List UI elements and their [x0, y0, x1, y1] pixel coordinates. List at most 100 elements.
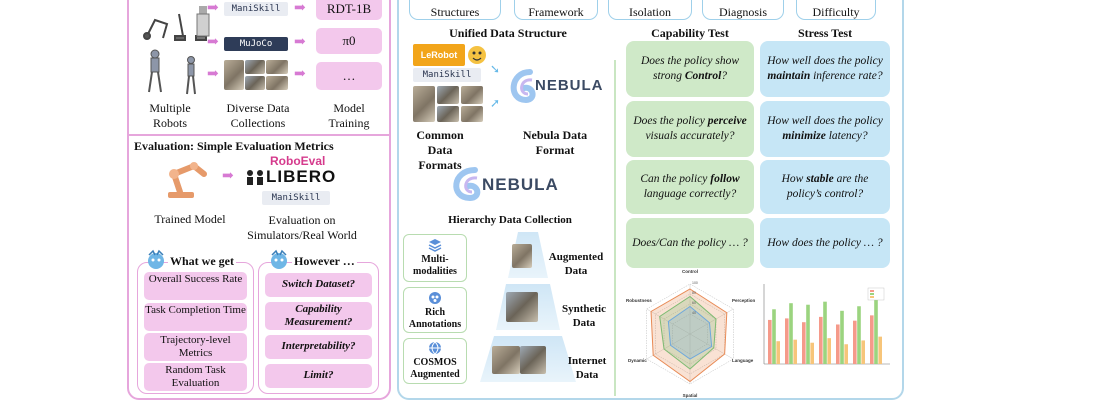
bar	[840, 310, 844, 364]
radar-series	[650, 288, 728, 383]
training-evaluation-panel	[127, 0, 391, 400]
bar-legend	[867, 287, 885, 301]
arrow-icon: ➘	[490, 62, 501, 76]
mascot-icon	[145, 249, 167, 271]
roboeval-logo: RoboEval	[270, 154, 326, 168]
bar	[776, 341, 780, 364]
bar	[806, 304, 810, 364]
radar-axis-label: Spatial	[683, 393, 698, 398]
multiple-robots-label: Multiple Robots	[149, 101, 191, 130]
synthetic-photo	[506, 292, 538, 322]
arrow-icon: ➡	[207, 35, 219, 50]
capability-card: Does/Can the policy … ?	[626, 218, 754, 268]
question-text: Does the policy show strong	[640, 55, 740, 82]
arrow-icon: ➡	[207, 67, 219, 82]
nebula-swirl-icon	[510, 69, 536, 104]
stress-card: How stable are the policy’s control?	[760, 160, 890, 214]
maniskill-logo: ManiSkill	[413, 68, 481, 82]
radar-axis-label: Perception	[732, 298, 756, 303]
arrow-icon: ➡	[207, 1, 219, 16]
agents-icon	[245, 168, 265, 186]
radar-ring-label: 60	[692, 301, 696, 305]
bar	[836, 324, 840, 364]
bar	[844, 344, 848, 364]
augmented-photo	[512, 244, 532, 268]
capability-title: Capability Test	[651, 26, 729, 40]
radar-ring-label: 100	[692, 281, 698, 285]
tab-structures: Structures	[409, 0, 501, 20]
radar-axis-label: Dynamic	[628, 358, 647, 363]
bar	[785, 318, 789, 364]
bar	[793, 339, 797, 364]
what-item: Task Completion Time	[144, 303, 247, 331]
question-keyword: minimize	[782, 130, 826, 142]
stress-title: Stress Test	[797, 26, 853, 40]
divider	[614, 60, 616, 396]
question-text: language correctly?	[643, 188, 737, 200]
robot-arm-icon	[168, 162, 207, 198]
data-photo	[413, 86, 435, 122]
nebula-swirl-icon	[453, 167, 481, 202]
bar	[827, 338, 831, 364]
internet-photo	[492, 346, 520, 374]
bar-series	[768, 298, 882, 364]
stress-card: How well does the policy maintain infere…	[760, 41, 890, 97]
lerobot-logo: LeRobot	[413, 44, 465, 66]
bar	[861, 340, 865, 364]
radar-axis-label: Control	[682, 269, 698, 274]
layers-icon	[428, 238, 442, 252]
internet-photo	[520, 346, 546, 374]
however-item: Interpretability?	[265, 335, 372, 359]
bar	[819, 316, 823, 364]
radar-axis-label: Robustness	[626, 298, 652, 303]
model-training-label: Model Training	[328, 101, 370, 130]
mobile-robot-icon	[196, 6, 210, 37]
question-text: How well does the policy	[767, 55, 883, 67]
arrow-icon: ➡	[294, 35, 306, 50]
model-box-more: …	[316, 62, 382, 90]
stress-card: How well does the policy minimize latenc…	[760, 101, 890, 157]
question-text: How well does the policy	[767, 115, 883, 127]
radar-spoke	[689, 308, 734, 335]
mascot-icon	[268, 249, 290, 271]
bar	[874, 298, 878, 364]
arrow-icon: ➡	[294, 1, 306, 16]
question-keyword: maintain	[767, 70, 811, 82]
question-text: latency?	[825, 130, 868, 142]
question-text: visuals accurately?	[645, 130, 735, 142]
libero-logo: LIBERO	[266, 167, 337, 186]
radar-axis-label: Language	[732, 358, 754, 363]
tab-isolation: Isolation	[608, 0, 692, 20]
tab-difficulty: Difficulty	[796, 0, 876, 20]
maniskill-logo: ManiSkill	[224, 2, 288, 16]
maniskill-logo: ManiSkill	[262, 191, 330, 205]
mujoco-logo-text: MuJoCo	[239, 39, 273, 49]
data-photo	[437, 106, 459, 122]
nebula-logo-small: NEBULA	[535, 77, 604, 94]
bar	[870, 315, 874, 364]
however-item: Switch Dataset?	[265, 273, 372, 297]
capability-card: Does the policy perceive visuals accurat…	[626, 101, 754, 157]
feature-box	[403, 234, 467, 282]
evaluation-on-label: Evaluation on Simulators/Real World	[247, 213, 357, 242]
question-text: Does/Can the policy … ?	[632, 236, 748, 249]
data-photo	[224, 60, 244, 90]
however-item: Capability Measurement?	[265, 302, 372, 330]
nebula-format-label: Nebula Data Format	[522, 128, 588, 157]
bar-chart	[763, 284, 890, 365]
hugging-face-icon	[467, 44, 487, 66]
tier-label: Synthetic Data	[562, 303, 606, 329]
tab-framework: Framework	[514, 0, 598, 20]
tab-diagnosis: Diagnosis	[702, 0, 784, 20]
bar	[823, 301, 827, 364]
feature-label: COSMOS Augmented	[410, 357, 460, 380]
bar	[802, 322, 806, 364]
question-text: How does the policy … ?	[767, 236, 883, 249]
arrow-icon: ➡	[294, 67, 306, 82]
data-photo	[266, 76, 288, 90]
annotation-icon	[428, 291, 442, 305]
robot-illustrations	[143, 13, 207, 95]
data-photo	[245, 60, 265, 74]
what-item: Random Task Evaluation	[144, 363, 247, 391]
bar	[772, 309, 776, 364]
